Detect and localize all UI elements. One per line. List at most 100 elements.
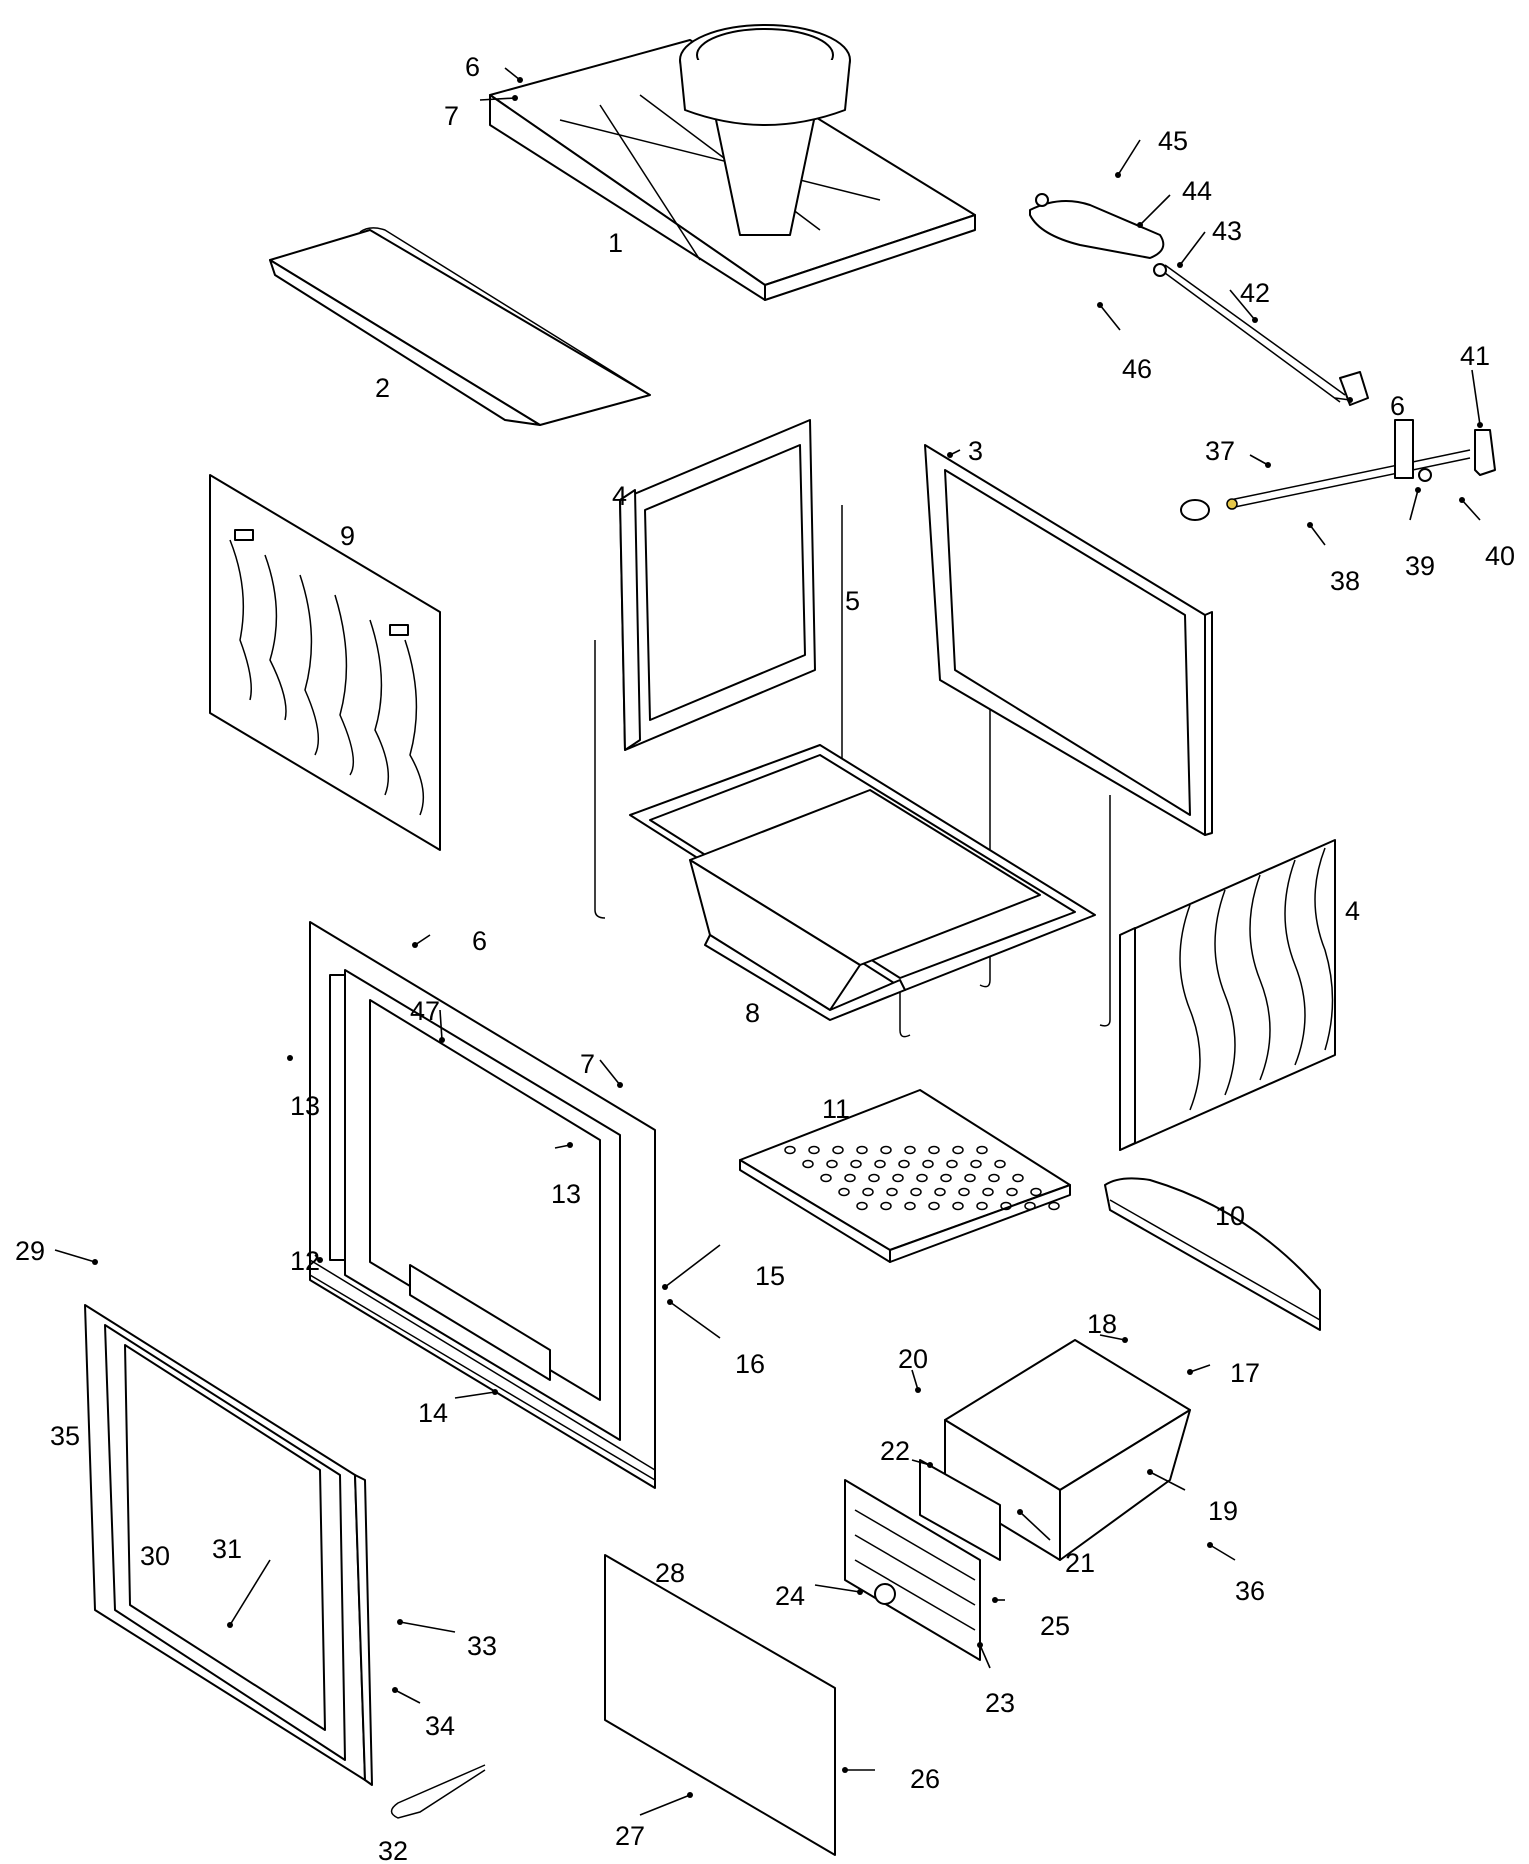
callout-label: 4 [1345,896,1360,926]
callout-46: 46 [1097,302,1152,384]
grate-hole [910,1187,922,1197]
callout-label: 4 [612,481,627,511]
grate-hole [802,1159,814,1169]
callout-arrow-tip [1177,262,1183,268]
grate-hole [808,1145,820,1155]
part-rod-assembly [1180,419,1496,521]
callout-label: 42 [1240,278,1270,308]
callout-8: 8 [745,998,760,1028]
callout-leader-line [599,1059,621,1086]
grate-hole [838,1187,850,1197]
callout-leader-line [979,1644,991,1669]
grate-hole [880,1145,892,1155]
callout-leader-line [439,1009,443,1041]
callout-arrow-tip [1459,497,1465,503]
grate-hole [826,1159,838,1169]
callout-leader-line [669,1301,721,1339]
callout-leader-line [1189,1364,1211,1373]
callout-label: 17 [1230,1358,1260,1388]
callout-label: 16 [735,1349,765,1379]
callout-arrow-tip [687,1792,693,1798]
callout-leader-line [1229,289,1256,321]
part-side-liner-left [619,419,816,751]
part-side-liner-right [1119,839,1336,1151]
callout-arrow-tip [1147,1469,1153,1475]
callout-label: 35 [50,1421,80,1451]
callout-44: 44 [1137,176,1212,228]
callout-label: 11 [822,1094,850,1124]
callout-arrow-tip [1097,302,1103,308]
part-damper-assembly [1029,193,1369,406]
callout-label: 30 [140,1541,170,1571]
callout-label: 23 [985,1688,1015,1718]
grate-hole [868,1173,880,1183]
callout-leader-line [639,1794,691,1816]
callout-arrow-tip [1137,222,1143,228]
callout-arrow-tip [412,942,418,948]
grate-hole [892,1173,904,1183]
callout-40: 40 [1459,497,1515,571]
callout-label: 1 [608,228,623,258]
callout-leader-line [479,97,516,101]
callout-22: 22 [880,1436,933,1468]
callout-arrow-tip [1265,462,1271,468]
grate-hole [844,1173,856,1183]
callout-arrow-tip [842,1767,848,1773]
callout-arrow-tip [992,1597,998,1603]
callout-14: 14 [418,1389,498,1428]
callout-arrow-tip [617,1082,623,1088]
callout-leader-line [1209,1544,1236,1561]
grate-hole [970,1159,982,1169]
callout-arrow-tip [92,1259,98,1265]
callout-1: 1 [608,228,623,258]
grate-hole [934,1187,946,1197]
callout-13: 13 [551,1142,581,1209]
callout-arrow-tip [492,1389,498,1395]
grate-hole [994,1159,1006,1169]
callout-arrow-tip [392,1687,398,1693]
callout-label: 7 [444,101,459,131]
callout-arrow-tip [1115,172,1121,178]
grate-hole [922,1159,934,1169]
grate-hole [1006,1187,1018,1197]
callout-39: 39 [1405,487,1435,581]
callout-37: 37 [1205,436,1271,468]
callout-leader-line [399,1621,456,1633]
callout-13: 13 [287,1055,320,1121]
callout-label: 45 [1158,126,1188,156]
callout-arrow-tip [927,1462,933,1468]
callout-arrow-tip [1307,522,1313,528]
grate-hole [1012,1173,1024,1183]
callout-6: 6 [1334,391,1405,421]
callout-leader-line [1139,194,1171,226]
callout-5: 5 [845,586,860,616]
callout-label: 36 [1235,1576,1265,1606]
callout-20: 20 [898,1344,928,1393]
part-ash-lip [1104,1177,1321,1331]
grate-hole [850,1159,862,1169]
callout-leader-line [394,1689,421,1704]
callout-arrow-tip [857,1589,863,1595]
grate-hole [832,1145,844,1155]
grate-hole [964,1173,976,1183]
part-handle [390,1764,486,1819]
callout-30: 30 [140,1541,170,1571]
callout-label: 27 [615,1821,645,1851]
callout-arrow-tip [1187,1369,1193,1375]
grate-hole [952,1201,964,1211]
part-firebox-base [629,744,1096,1021]
callout-label: 24 [775,1581,805,1611]
callout-2: 2 [375,373,390,403]
part-baffle [269,227,651,426]
callout-16: 16 [667,1299,765,1379]
part-top-casting [489,24,976,301]
callout-arrow-tip [567,1142,573,1148]
callout-label: 38 [1330,566,1360,596]
callout-arrow-tip [1122,1337,1128,1343]
callout-label: 2 [375,373,390,403]
grate-hole [820,1173,832,1183]
callout-label: 29 [15,1236,45,1266]
callout-32: 32 [378,1836,408,1864]
callout-arrow-tip [512,95,518,101]
